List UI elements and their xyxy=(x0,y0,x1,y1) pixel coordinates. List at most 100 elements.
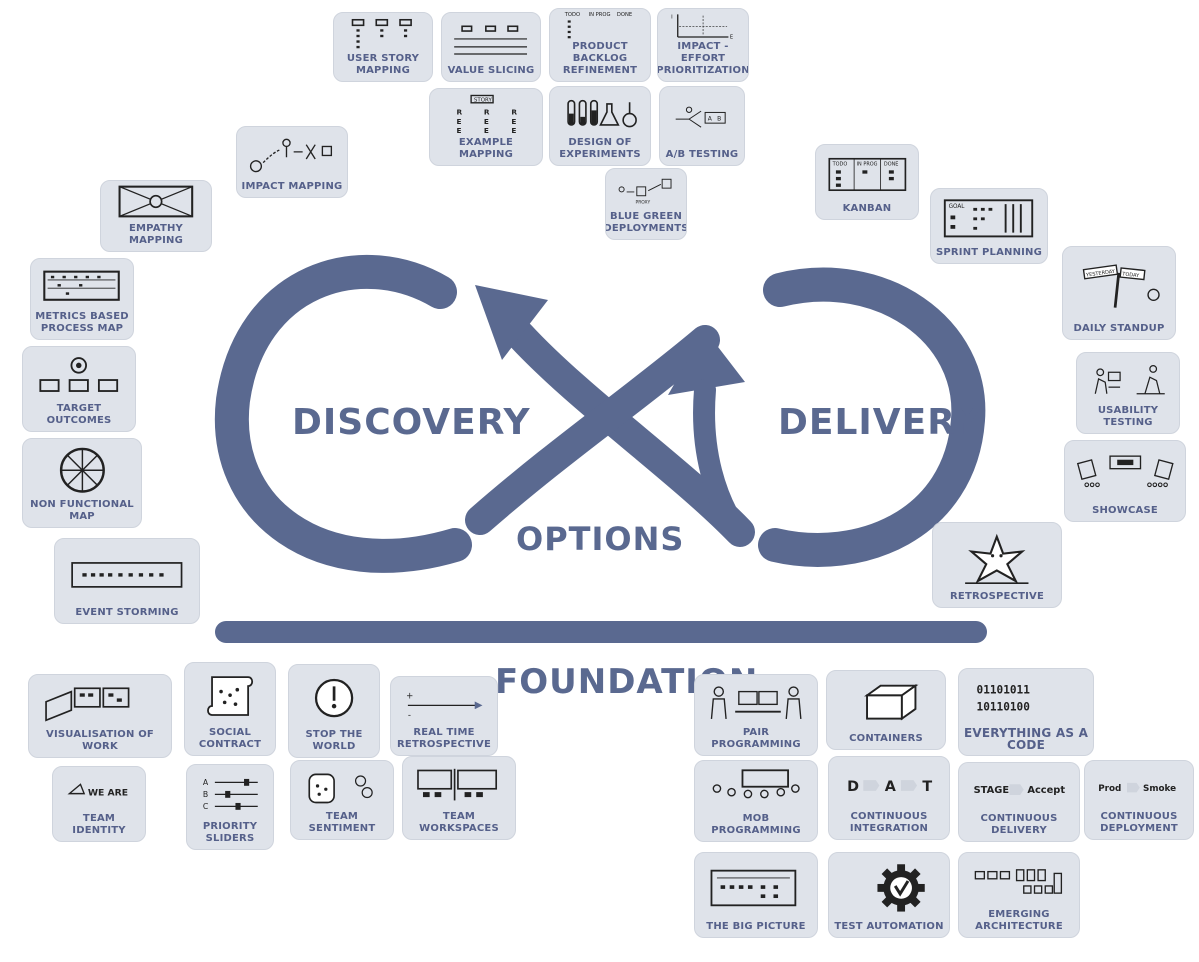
signpost-icon: YESTERDAY TODAY xyxy=(1082,264,1160,308)
card-showcase[interactable]: Showcase xyxy=(1064,440,1186,522)
card-label: A/B Testing xyxy=(665,149,739,160)
card-team-identity[interactable]: WE ARE Team Identity xyxy=(52,766,146,842)
arrow-right-shaft xyxy=(693,379,751,546)
kanban-todo-text: TODO xyxy=(831,162,847,168)
svg-text:R: R xyxy=(512,107,518,116)
card-label: Value Slicing xyxy=(447,65,535,76)
story-map-icon xyxy=(352,19,413,49)
cross-line-up xyxy=(465,325,720,535)
binary-row2-text: 10110100 xyxy=(976,701,1029,714)
card-design-of-experiments[interactable]: Design of Experiments xyxy=(549,86,651,166)
card-label: Containers xyxy=(849,733,923,744)
starfish-icon xyxy=(965,533,1029,584)
card-label: Test Automation xyxy=(834,921,944,932)
card-event-storming[interactable]: Event Storming xyxy=(54,538,200,624)
card-sprint-planning[interactable]: GOAL Sprint Planning xyxy=(930,188,1048,264)
card-the-big-picture[interactable]: The Big Picture xyxy=(694,852,818,938)
impact-map-icon xyxy=(250,138,333,173)
ab-split-icon: A B xyxy=(675,106,726,128)
card-ab-testing[interactable]: A B A/B Testing xyxy=(659,86,745,166)
svg-text:E: E xyxy=(457,117,462,126)
card-stop-the-world[interactable]: Stop the World xyxy=(288,664,380,758)
card-non-functional-map[interactable]: Non Functional Map xyxy=(22,438,142,528)
card-label: Priority Sliders xyxy=(202,821,258,844)
kanban-inprog-text: IN PROG xyxy=(856,162,877,168)
pair-icon xyxy=(710,686,802,719)
card-label: Visualisation of Work xyxy=(46,729,154,752)
value-slicing-icon xyxy=(454,25,528,55)
card-containers[interactable]: Containers xyxy=(826,670,946,750)
card-value-slicing[interactable]: Value Slicing xyxy=(441,12,541,82)
ci-t-text: T xyxy=(922,779,932,795)
card-label: Product Backlog Refinement xyxy=(562,41,638,76)
kanban-done-text: DONE xyxy=(884,162,899,168)
card-continuous-deployment[interactable]: Prod Smoke Continuous Deployment xyxy=(1084,760,1194,840)
gear-check-icon xyxy=(877,863,925,912)
card-metrics-based-process-map[interactable]: Metrics Based Process Map xyxy=(30,258,134,340)
card-impact-mapping[interactable]: Impact Mapping xyxy=(236,126,348,198)
story-tag-text: STORY xyxy=(474,97,493,103)
cd-stage-text: STAGE xyxy=(973,785,1008,796)
container-box-icon xyxy=(863,684,919,721)
card-empathy-mapping[interactable]: Empathy Mapping xyxy=(100,180,212,252)
svg-text:E: E xyxy=(512,117,517,126)
card-example-mapping[interactable]: STORY REE REE REE Example Mapping xyxy=(429,88,543,166)
card-label: Mob Programming xyxy=(711,813,801,836)
timeline-arrow-icon: + - xyxy=(406,691,483,720)
card-blue-green-deployments[interactable]: PROXY Blue Green Deployments xyxy=(605,168,687,240)
card-continuous-delivery[interactable]: STAGE Accept Continuous Delivery xyxy=(958,762,1080,842)
cdep-prod-text: Prod xyxy=(1098,784,1121,794)
impact-axis-i-text: I xyxy=(671,14,673,20)
card-label: Daily Standup xyxy=(1073,323,1165,334)
sliders-icon: A B C xyxy=(203,778,258,811)
card-label: Impact Mapping xyxy=(241,181,343,192)
svg-text:+: + xyxy=(406,691,413,701)
card-team-sentiment[interactable]: Team Sentiment xyxy=(290,760,394,840)
impact-axis-e-text: E xyxy=(730,34,734,39)
card-label: Design of Experiments xyxy=(559,137,641,160)
delivery-label: Delivery xyxy=(778,402,982,443)
card-label: Impact - Effort Prioritization xyxy=(657,41,749,76)
card-mob-programming[interactable]: Mob Programming xyxy=(694,760,818,842)
svg-text:E: E xyxy=(457,126,462,135)
arrow-head-right xyxy=(668,330,745,395)
cd-pipeline-icon: STAGE Accept xyxy=(973,784,1065,796)
card-impact-effort-prioritization[interactable]: I E Impact - Effort Prioritization xyxy=(657,8,749,82)
card-user-story-mapping[interactable]: User Story Mapping xyxy=(333,12,433,82)
card-product-backlog-refinement[interactable]: TODO IN PROG DONE Product Backlog Refine… xyxy=(549,8,651,82)
card-label: Pair Programming xyxy=(711,727,801,750)
card-test-automation[interactable]: Test Automation xyxy=(828,852,950,938)
card-label: Real Time Retrospective xyxy=(397,727,491,750)
sprint-board-icon: GOAL xyxy=(944,199,1034,238)
card-team-workspaces[interactable]: Team Workspaces xyxy=(402,756,516,840)
card-kanban[interactable]: TODO IN PROG DONE Kanban xyxy=(815,144,919,220)
card-emerging-architecture[interactable]: Emerging Architecture xyxy=(958,852,1080,938)
test-tubes-icon xyxy=(566,99,637,128)
event-storm-icon xyxy=(71,561,183,588)
process-map-icon xyxy=(42,270,120,301)
card-everything-as-code[interactable]: 01101011 10110100 Everything as a Code xyxy=(958,668,1094,756)
options-label: Options xyxy=(516,520,685,558)
example-map-icon: STORY REE REE REE xyxy=(457,94,518,135)
card-continuous-integration[interactable]: D A T Continuous Integration xyxy=(828,756,950,840)
card-social-contract[interactable]: Social Contract xyxy=(184,662,276,756)
card-real-time-retrospective[interactable]: + - Real Time Retrospective xyxy=(390,676,498,756)
stop-button-icon xyxy=(314,679,354,718)
card-retrospective[interactable]: Retrospective xyxy=(932,522,1062,608)
card-pair-programming[interactable]: Pair Programming xyxy=(694,674,818,756)
card-target-outcomes[interactable]: Target Outcomes xyxy=(22,346,136,432)
svg-text:E: E xyxy=(484,126,489,135)
standup-yesterday-text: YESTERDAY xyxy=(1085,268,1116,278)
card-visualisation-of-work[interactable]: Visualisation of Work xyxy=(28,674,172,758)
card-daily-standup[interactable]: YESTERDAY TODAY Daily Standup xyxy=(1062,246,1176,340)
usability-icon xyxy=(1094,364,1165,395)
card-label: Sprint Planning xyxy=(935,247,1043,258)
card-label: Metrics Based Process Map xyxy=(35,311,129,334)
standup-today-text: TODAY xyxy=(1121,271,1140,279)
svg-text:E: E xyxy=(512,126,517,135)
card-usability-testing[interactable]: Usability Testing xyxy=(1076,352,1180,434)
team-identity-name-text: WE ARE xyxy=(88,787,128,798)
card-priority-sliders[interactable]: A B C Priority Sliders xyxy=(186,764,274,850)
delivery-loop xyxy=(758,267,986,567)
